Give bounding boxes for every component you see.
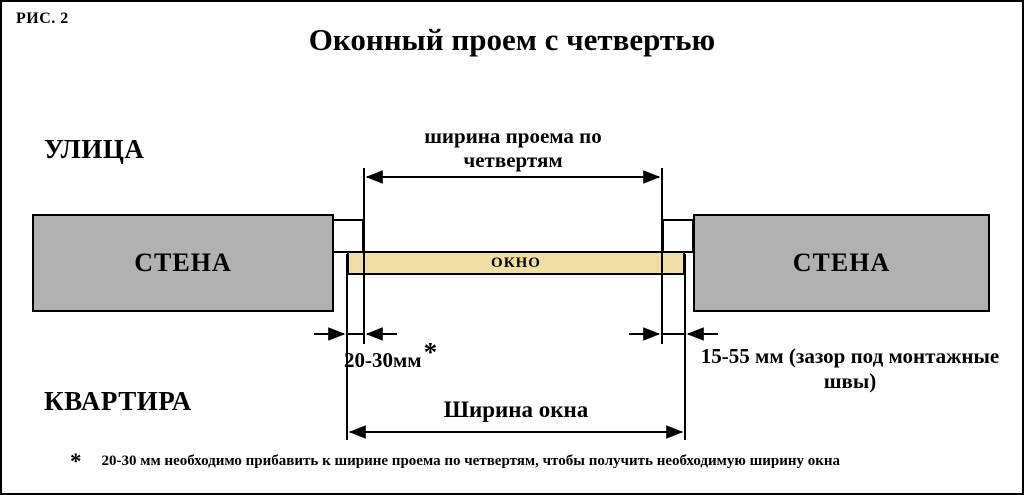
dimension-label-window-width: Ширина окна (443, 397, 589, 422)
asterisk-mark: * (423, 337, 438, 367)
window-block: ОКНО (347, 251, 685, 275)
dimension-label-opening-line1: ширина проема по (424, 124, 602, 148)
street-zone-label: УЛИЦА (44, 134, 145, 164)
footnote: * 20-30 мм необходимо прибавить к ширине… (70, 449, 990, 475)
apartment-zone-label: КВАРТИРА (44, 386, 192, 416)
left-wall-label: СТЕНА (134, 248, 232, 277)
figure-number-label: РИС. 2 (16, 10, 69, 27)
right-wall-block: СТЕНА (693, 214, 990, 312)
dimension-label-quarter-overlap: 20-30мм* (344, 337, 437, 374)
quarter-overlap-value: 20-30мм (344, 348, 422, 372)
figure-title: Оконный проем с четвертью (308, 22, 716, 57)
dimension-label-opening-line2: четвертям (463, 148, 563, 173)
window-label: ОКНО (491, 254, 541, 271)
footnote-asterisk-mark: * (70, 449, 82, 474)
right-wall-label: СТЕНА (792, 248, 891, 277)
dimension-label-opening-by-quarters: ширина проема по четвертям (373, 124, 653, 172)
dimension-label-mounting-gap: 15-55 мм (зазор под монтажные швы) (700, 344, 1000, 394)
footnote-text: 20-30 мм необходимо прибавить к ширине п… (101, 453, 841, 469)
left-wall-block: СТЕНА (32, 214, 334, 312)
